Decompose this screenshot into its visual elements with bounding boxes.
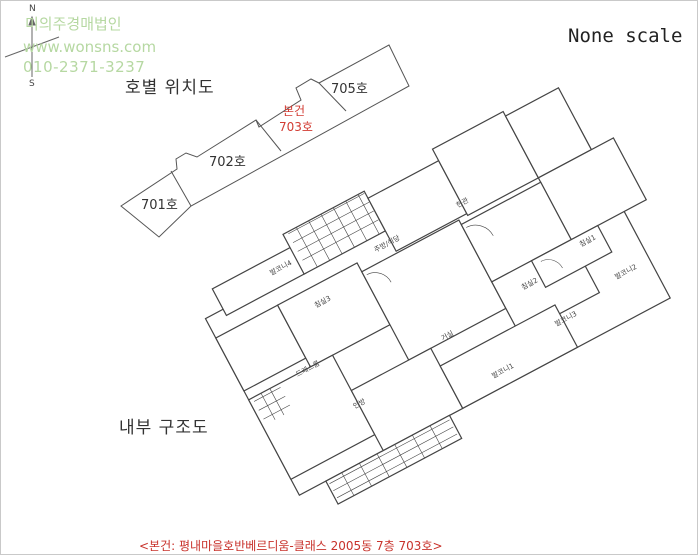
floor-plan-title: 내부 구조도 <box>119 418 209 438</box>
unit-701-label: 701호 <box>141 198 178 213</box>
watermark-url: www.wonsns.com <box>23 38 157 56</box>
scale-note: None scale <box>568 25 683 47</box>
compass-south-label: S <box>29 79 35 89</box>
subject-unit-label: 703호 <box>279 120 313 134</box>
unit-705-label: 705호 <box>331 82 368 97</box>
unit-location-strip <box>120 44 410 238</box>
subject-label: 본건 <box>283 104 306 118</box>
watermark-name: 미의주경매법인 <box>25 15 122 33</box>
watermark-phone: 010-2371-3237 <box>23 58 146 76</box>
caption: <본건: 평내마을호반베르디움-클래스 2005동 7층 703호> <box>139 539 443 553</box>
location-map-title: 호별 위치도 <box>125 78 215 98</box>
compass <box>4 15 60 77</box>
unit-702-label: 702호 <box>209 155 246 170</box>
floor-plan <box>204 87 672 505</box>
compass-north-label: N <box>29 4 36 14</box>
